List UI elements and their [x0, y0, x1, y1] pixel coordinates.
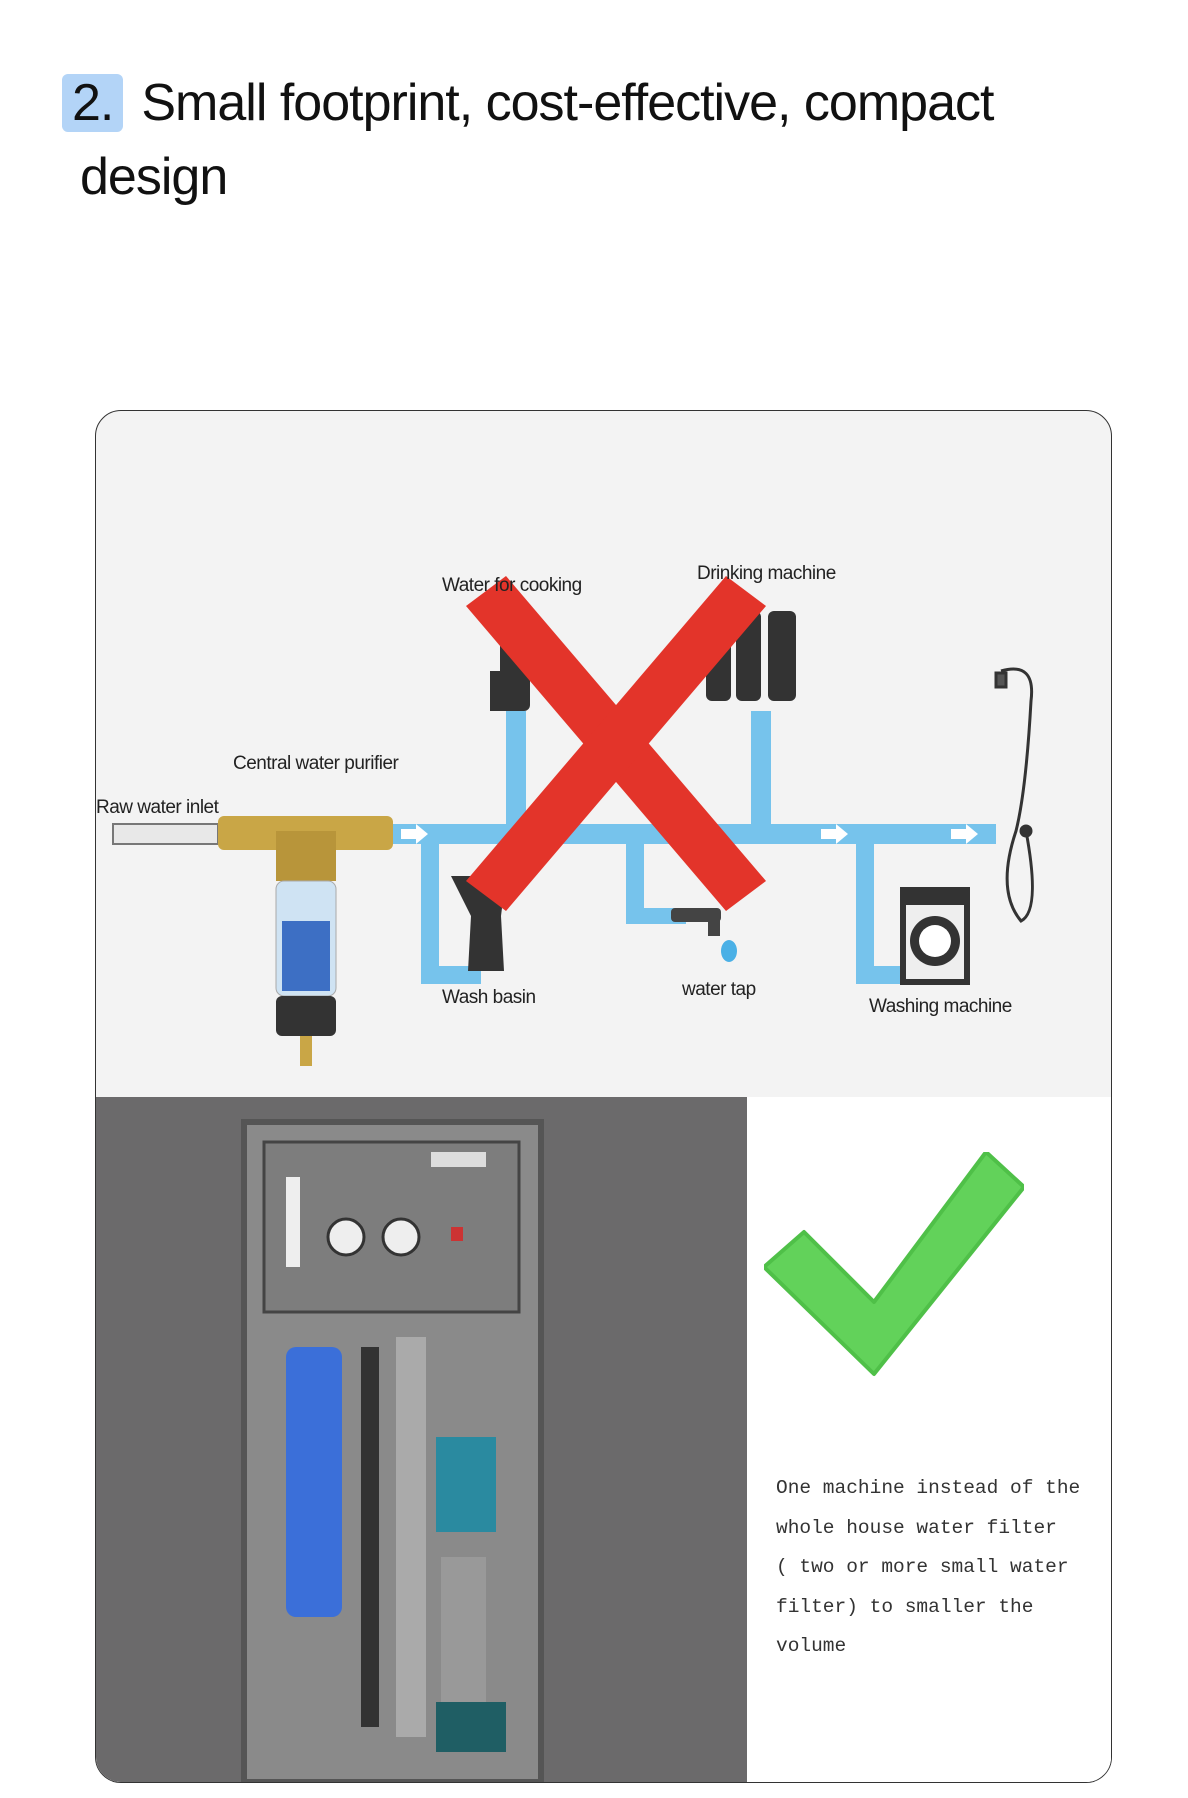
central-purifier-icon — [218, 816, 393, 1066]
description-text: One machine instead of the whole house w… — [776, 1477, 1081, 1657]
title-line-2: design — [80, 148, 228, 206]
ro-machine-photo — [96, 1097, 747, 1782]
whole-house-diagram: Raw water inlet Central water purifier W… — [96, 411, 1111, 1097]
inlet-pipe — [112, 823, 219, 845]
label-washing-machine: Washing machine — [869, 996, 1012, 1017]
solution-panel: One machine instead of the whole house w… — [96, 1097, 1111, 1782]
red-cross-icon — [466, 576, 766, 911]
water-tap-icon — [671, 908, 737, 962]
label-raw-water-inlet: Raw water inlet — [96, 797, 220, 818]
label-central-purifier: Central water purifier — [233, 753, 400, 774]
label-wash-basin: Wash basin — [442, 987, 536, 1008]
label-drinking-machine: Drinking machine — [697, 563, 836, 584]
label-water-tap: water tap — [681, 979, 756, 1000]
section-number-badge: 2. — [62, 74, 124, 132]
page-title: 2. Small footprint, cost-effective, compa… — [62, 66, 1122, 214]
shower-icon — [994, 667, 1034, 923]
label-water-for-cooking: Water for cooking — [442, 575, 582, 596]
green-check-icon — [764, 1152, 1024, 1376]
flow-arrows — [401, 824, 978, 844]
comparison-card: Raw water inlet Central water purifier W… — [95, 410, 1112, 1783]
washing-machine-icon — [900, 887, 970, 985]
title-line-1: Small footprint, cost-effective, compact — [141, 74, 994, 132]
description-panel: One machine instead of the whole house w… — [747, 1097, 1111, 1782]
